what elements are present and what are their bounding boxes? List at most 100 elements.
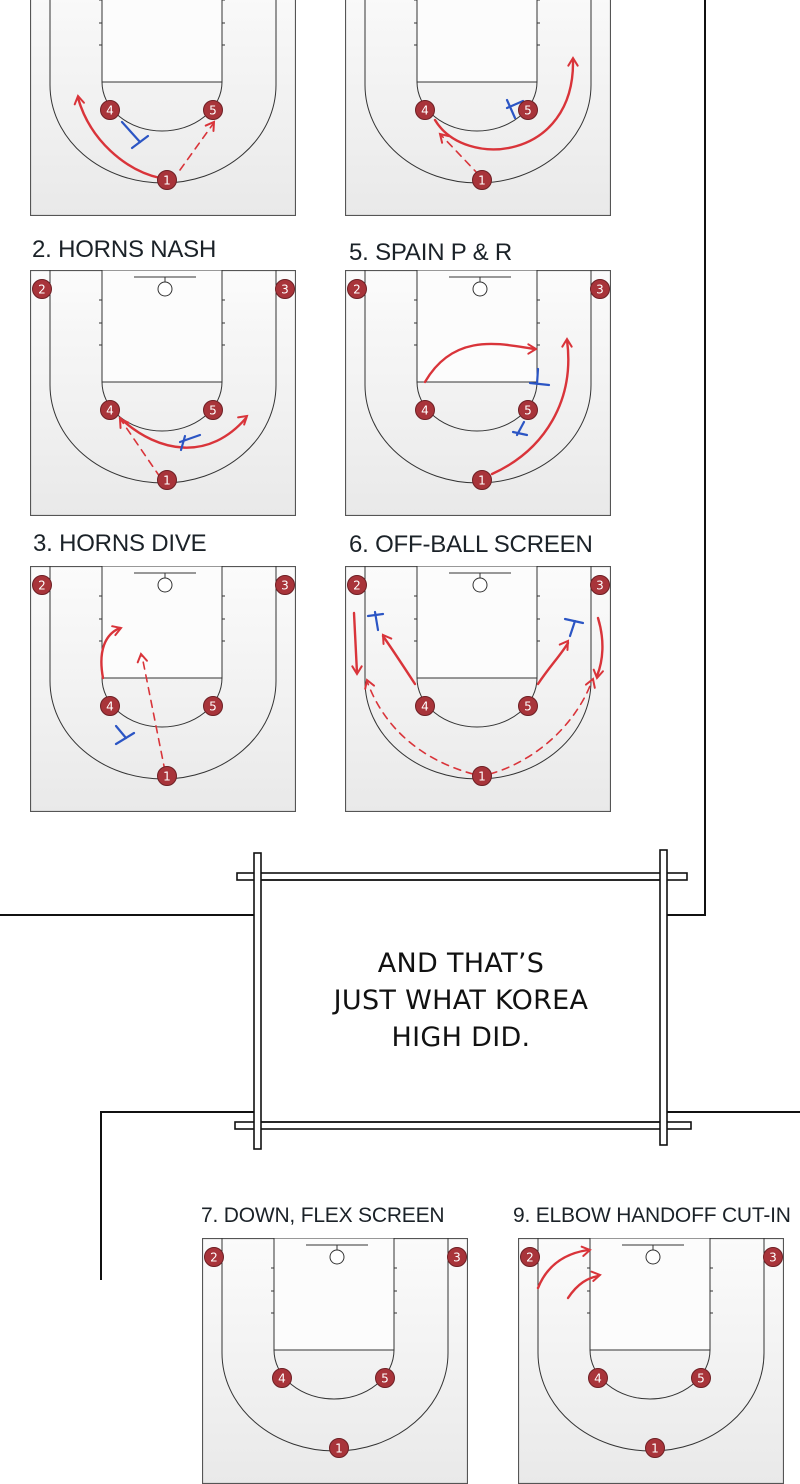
court-diagram-play-3: 2 3 4 5 1 (30, 566, 296, 812)
svg-text:3: 3 (281, 579, 289, 593)
svg-text:5: 5 (209, 104, 217, 118)
cut-arrow (423, 342, 538, 384)
svg-text:5: 5 (381, 1372, 389, 1386)
player-1-marker: 1 (645, 1438, 665, 1458)
svg-text:4: 4 (421, 700, 429, 714)
player-4-marker: 4 (100, 696, 120, 716)
svg-text:3: 3 (453, 1251, 461, 1265)
cut-arrow (536, 639, 570, 686)
svg-text:2: 2 (210, 1251, 218, 1265)
player-4-marker: 4 (100, 100, 120, 120)
caption-line-3: HIGH DID. (391, 1021, 531, 1053)
svg-text:4: 4 (421, 404, 429, 418)
player-5-marker: 5 (203, 100, 223, 120)
svg-text:2: 2 (353, 579, 361, 593)
svg-text:3: 3 (596, 283, 604, 297)
pass-arrow (489, 677, 596, 775)
svg-text:2: 2 (353, 283, 361, 297)
screen-marker (528, 367, 551, 387)
cut-arrow (490, 337, 573, 476)
caption-text: AND THAT’S JUST WHAT KOREA HIGH DID. (334, 945, 589, 1056)
court-diagram-play-9: 2 3 4 5 1 (518, 1238, 784, 1484)
svg-text:1: 1 (651, 1442, 659, 1456)
pass-arrow (364, 678, 474, 775)
svg-text:1: 1 (163, 770, 171, 784)
svg-text:1: 1 (478, 770, 486, 784)
player-4-marker: 4 (415, 696, 435, 716)
svg-text:2: 2 (38, 283, 46, 297)
pass-arrow (438, 132, 480, 176)
svg-text:4: 4 (106, 404, 114, 418)
caption-line-2: JUST WHAT KOREA (333, 984, 589, 1016)
cut-arrow (433, 56, 579, 151)
player-5-marker: 5 (518, 696, 538, 716)
svg-text:2: 2 (526, 1251, 534, 1265)
screen-marker (178, 433, 202, 452)
player-1-marker: 1 (157, 470, 177, 490)
play-title-horns-nash: 2. HORNS NASH (32, 236, 217, 263)
caption-frame (234, 849, 692, 1150)
player-1-marker: 1 (472, 470, 492, 490)
play-title-horns-dive: 3. HORNS DIVE (33, 530, 207, 557)
court-diagram-play-2: 2 3 4 5 1 (30, 270, 296, 516)
pass-arrow (118, 417, 161, 478)
player-2-marker: 2 (347, 575, 367, 595)
svg-text:4: 4 (278, 1372, 286, 1386)
svg-text:1: 1 (478, 474, 486, 488)
player-3-marker: 3 (275, 575, 295, 595)
player-1-marker: 1 (157, 766, 177, 786)
svg-text:5: 5 (524, 404, 532, 418)
svg-text:1: 1 (478, 174, 486, 188)
panel-border-bottom-left-horiz (100, 1111, 258, 1113)
player-2-marker: 2 (32, 279, 52, 299)
player-4-marker: 4 (272, 1368, 292, 1388)
svg-text:5: 5 (697, 1372, 705, 1386)
svg-text:1: 1 (163, 474, 171, 488)
court-diagram-play-6: 2 3 4 5 1 (345, 566, 611, 812)
screen-marker (366, 610, 385, 632)
play-title-elbow-handoff-cut-in: 9. ELBOW HANDOFF CUT-IN (513, 1204, 791, 1227)
pass-arrow (136, 652, 166, 772)
caption-line-1: AND THAT’S (377, 947, 545, 979)
player-1-marker: 1 (472, 766, 492, 786)
player-3-marker: 3 (590, 279, 610, 299)
player-5-marker: 5 (203, 400, 223, 420)
cut-arrow (381, 633, 417, 686)
player-2-marker: 2 (347, 279, 367, 299)
svg-text:5: 5 (524, 104, 532, 118)
panel-border-right-top (704, 0, 706, 916)
court-diagram-play-5: 2 3 4 5 1 (345, 270, 611, 516)
player-5-marker: 5 (203, 696, 223, 716)
svg-text:1: 1 (335, 1442, 343, 1456)
play-title-down-flex-screen: 7. DOWN, FLEX SCREEN (201, 1204, 445, 1227)
screen-marker (563, 617, 585, 638)
cut-arrow (73, 94, 162, 180)
court-diagram-play-1: 2 3 4 5 1 (30, 0, 296, 216)
player-4-marker: 4 (415, 400, 435, 420)
player-1-marker: 1 (472, 170, 492, 190)
court-diagram-play-4: 2 3 4 5 1 (345, 0, 611, 216)
svg-text:3: 3 (769, 1251, 777, 1265)
player-5-marker: 5 (518, 100, 538, 120)
player-3-marker: 3 (447, 1247, 467, 1267)
player-3-marker: 3 (763, 1247, 783, 1267)
cut-arrow (100, 625, 123, 680)
svg-text:5: 5 (209, 700, 217, 714)
svg-text:4: 4 (106, 700, 114, 714)
screen-marker (505, 98, 525, 120)
svg-text:4: 4 (594, 1372, 602, 1386)
player-1-marker: 1 (157, 170, 177, 190)
panel-border-bottom-right-horiz (664, 1111, 800, 1113)
cut-arrow (351, 611, 363, 676)
court-diagram-play-7: 2 3 4 5 1 (202, 1238, 468, 1484)
svg-text:4: 4 (106, 104, 114, 118)
player-2-marker: 2 (520, 1247, 540, 1267)
panel-border-top-right-horiz (664, 914, 706, 916)
player-4-marker: 4 (588, 1368, 608, 1388)
player-3-marker: 3 (275, 279, 295, 299)
screen-marker (511, 420, 529, 437)
player-4-marker: 4 (100, 400, 120, 420)
svg-text:5: 5 (524, 700, 532, 714)
svg-text:1: 1 (163, 174, 171, 188)
svg-text:4: 4 (421, 104, 429, 118)
